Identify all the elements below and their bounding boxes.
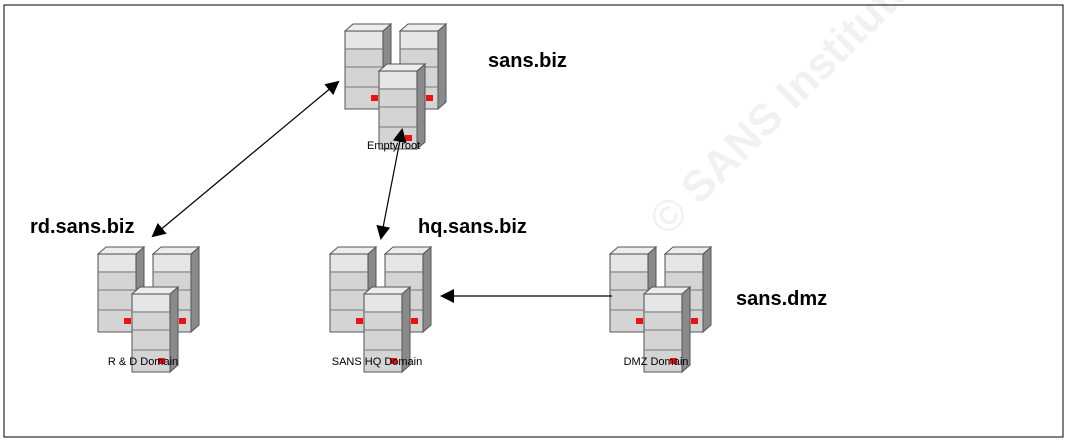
server-cluster-icon-hq (330, 247, 431, 372)
domain-label-rd: rd.sans.biz (30, 216, 135, 238)
node-caption-hq: SANS HQ Domain (331, 356, 423, 368)
node-caption-rd: R & D Domain (107, 356, 179, 368)
node-caption-root: Empty root (367, 140, 421, 152)
trust-arrow-root-hq (376, 128, 407, 240)
server-cluster-icon-rd (98, 247, 199, 372)
server-cluster-icon-dmz (610, 247, 711, 372)
server-cluster-icon-root (345, 24, 446, 149)
domain-label-hq: hq.sans.biz (418, 216, 527, 238)
trust-arrow-root-rd (151, 80, 340, 238)
domain-label-root: sans.biz (488, 50, 567, 72)
frame-border (3, 4, 1064, 438)
node-caption-dmz: DMZ Domain (623, 356, 689, 368)
domain-label-dmz: sans.dmz (736, 288, 828, 310)
